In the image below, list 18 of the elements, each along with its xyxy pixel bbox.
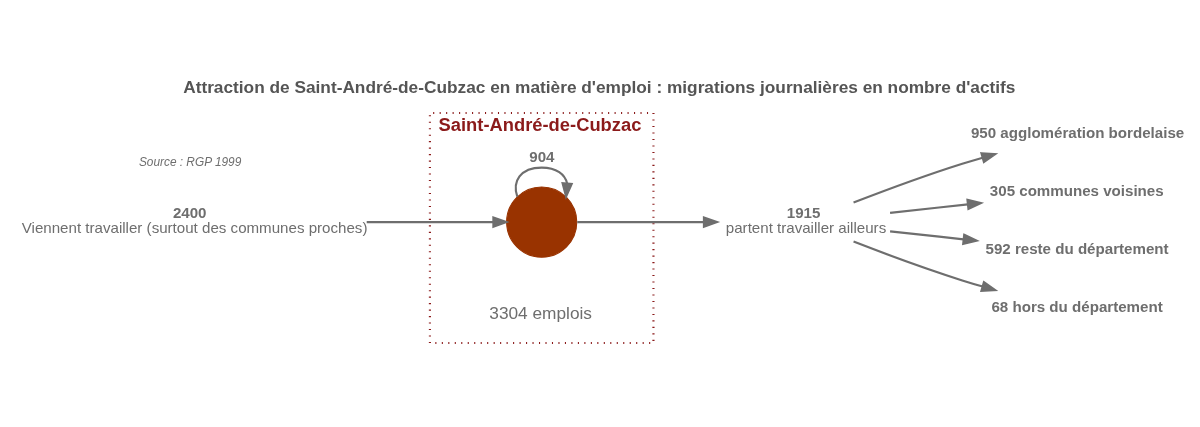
arrow xyxy=(366,215,510,228)
node-label: 3304 emplois xyxy=(489,302,593,323)
node-text: 305 communes voisines xyxy=(989,181,1164,199)
arrow xyxy=(853,240,999,292)
arrow xyxy=(889,229,980,245)
arrow xyxy=(853,151,999,204)
node-text: 2400 Viennent travailler (surtout des communes proches) xyxy=(21,203,368,236)
node-text: 1915 partent travailler ailleurs xyxy=(725,203,887,236)
node-text: 592 reste du département xyxy=(985,239,1169,257)
node-text: 68 hors du département xyxy=(991,297,1163,315)
diagram-title: Attraction de Saint-André-de-Cubzac en matière d'emploi : migrations journalières en nombre d'actifs xyxy=(183,76,1016,97)
edge-label: 904 xyxy=(529,147,555,165)
arrow xyxy=(889,198,985,214)
label: Source : RGP 1999 xyxy=(138,154,242,169)
arrow xyxy=(514,166,574,200)
node-text: 950 agglomération bordelaise xyxy=(970,123,1185,141)
node-circle xyxy=(506,185,578,258)
arrow xyxy=(577,215,721,228)
